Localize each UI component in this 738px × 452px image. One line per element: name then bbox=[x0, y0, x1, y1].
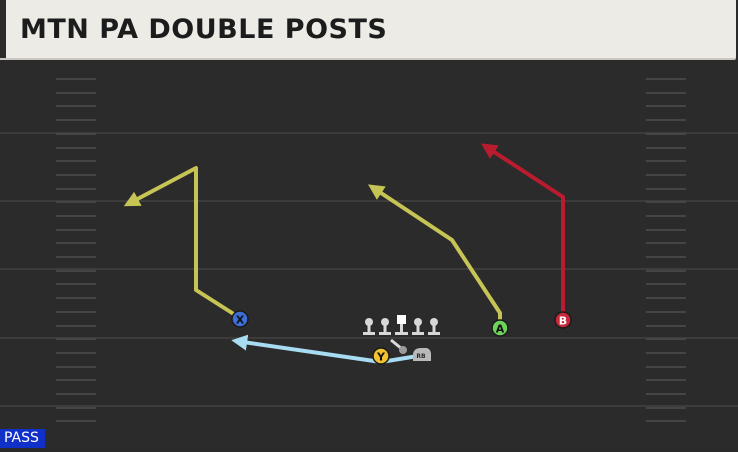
hash-mark bbox=[56, 283, 96, 285]
hash-mark bbox=[646, 201, 686, 203]
hash-mark bbox=[646, 297, 686, 299]
player-a[interactable]: A bbox=[491, 319, 509, 337]
hash-mark bbox=[646, 325, 686, 327]
rb-label: RB bbox=[416, 353, 426, 360]
hash-mark bbox=[56, 174, 96, 176]
hash-mark bbox=[646, 119, 686, 121]
hash-mark bbox=[56, 407, 96, 409]
player-y-label: Y bbox=[376, 351, 386, 364]
qb-play-action-icon bbox=[390, 338, 407, 354]
hash-mark bbox=[646, 174, 686, 176]
player-a-label: A bbox=[496, 323, 505, 336]
hash-mark bbox=[56, 338, 96, 340]
hash-marks-right bbox=[646, 78, 686, 422]
hash-mark bbox=[646, 283, 686, 285]
hash-mark bbox=[646, 215, 686, 217]
hash-mark bbox=[56, 147, 96, 149]
hash-mark bbox=[56, 420, 96, 422]
hash-mark bbox=[646, 270, 686, 272]
hash-mark bbox=[646, 78, 686, 80]
hash-mark bbox=[646, 133, 686, 135]
rb-marker: RB bbox=[413, 348, 431, 361]
play-title-banner: MTN PA DOUBLE POSTS bbox=[0, 0, 736, 58]
hash-mark bbox=[56, 160, 96, 162]
hash-mark bbox=[56, 92, 96, 94]
hash-marks-left bbox=[56, 78, 96, 422]
hash-mark bbox=[56, 242, 96, 244]
hash-mark bbox=[646, 229, 686, 231]
hash-mark bbox=[56, 256, 96, 258]
hash-mark bbox=[646, 147, 686, 149]
player-b-label: B bbox=[559, 315, 567, 328]
player-b[interactable]: B bbox=[554, 311, 572, 329]
route-a bbox=[367, 184, 502, 326]
route-b bbox=[480, 143, 565, 318]
route-y bbox=[231, 334, 419, 364]
yard-line bbox=[0, 132, 738, 134]
hash-mark bbox=[646, 393, 686, 395]
hash-mark bbox=[56, 201, 96, 203]
hash-mark bbox=[646, 311, 686, 313]
hash-mark bbox=[646, 379, 686, 381]
hash-mark bbox=[646, 160, 686, 162]
player-x[interactable]: X bbox=[231, 310, 249, 328]
hash-mark bbox=[56, 325, 96, 327]
hash-mark bbox=[646, 338, 686, 340]
lineman-right-guard bbox=[412, 318, 424, 335]
hash-mark bbox=[56, 379, 96, 381]
offensive-line bbox=[363, 315, 440, 335]
hash-mark bbox=[56, 270, 96, 272]
lineman-left-guard bbox=[379, 318, 391, 335]
hash-mark bbox=[56, 133, 96, 135]
hash-mark bbox=[56, 311, 96, 313]
player-y[interactable]: Y bbox=[372, 347, 390, 365]
hash-mark bbox=[646, 188, 686, 190]
hash-mark bbox=[646, 242, 686, 244]
route-x bbox=[123, 166, 242, 320]
play-type-badge: PASS bbox=[0, 429, 45, 448]
lineman-right-tackle bbox=[428, 318, 440, 335]
hash-mark bbox=[646, 407, 686, 409]
hash-mark bbox=[56, 297, 96, 299]
hash-mark bbox=[56, 78, 96, 80]
hash-mark bbox=[646, 92, 686, 94]
lineman-center bbox=[395, 315, 408, 335]
hash-mark bbox=[56, 105, 96, 107]
lineman-left-tackle bbox=[363, 318, 375, 335]
yard-line bbox=[0, 337, 738, 339]
yard-line bbox=[0, 200, 738, 202]
hash-mark bbox=[646, 352, 686, 354]
hash-mark bbox=[646, 256, 686, 258]
hash-mark bbox=[56, 215, 96, 217]
hash-mark bbox=[56, 352, 96, 354]
yard-lines bbox=[0, 132, 738, 407]
play-title: MTN PA DOUBLE POSTS bbox=[20, 14, 388, 45]
hash-mark bbox=[646, 105, 686, 107]
hash-mark bbox=[56, 366, 96, 368]
yard-line bbox=[0, 405, 738, 407]
hash-mark bbox=[56, 393, 96, 395]
yard-line bbox=[0, 268, 738, 270]
hash-mark bbox=[646, 366, 686, 368]
player-x-label: X bbox=[236, 314, 245, 327]
hash-mark bbox=[56, 119, 96, 121]
hash-mark bbox=[56, 229, 96, 231]
hash-mark bbox=[56, 188, 96, 190]
rb-helmet-icon bbox=[413, 348, 431, 361]
hash-mark bbox=[646, 420, 686, 422]
